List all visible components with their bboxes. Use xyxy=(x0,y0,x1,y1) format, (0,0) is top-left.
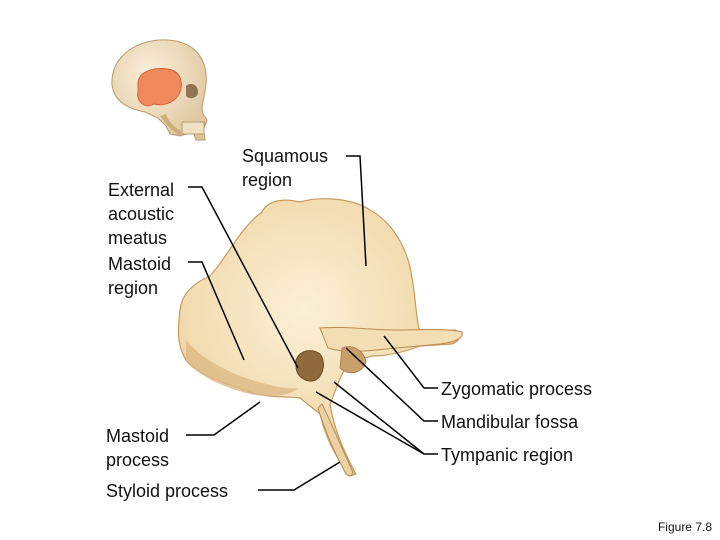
leader-tympanic-region-1 xyxy=(333,381,438,455)
label-zygomatic-process: Zygomatic process xyxy=(441,379,593,399)
external-acoustic-meatus-shape xyxy=(295,350,324,382)
label-styloid-process: Styloid process xyxy=(106,481,229,501)
label-squamous-region: Squamous region xyxy=(242,146,329,190)
skull-teeth xyxy=(181,121,205,135)
label-mastoid-process: Mastoid process xyxy=(106,426,170,470)
leader-mandibular-fossa xyxy=(345,347,438,422)
skull-temporal-highlight xyxy=(137,68,182,107)
temporal-bone xyxy=(177,198,463,477)
leader-tympanic-region-2 xyxy=(315,391,425,455)
mastoid-region-shading xyxy=(186,340,298,396)
figure-number: Figure 7.8 xyxy=(657,520,712,534)
skull-eye-socket xyxy=(186,84,198,99)
label-mandibular-fossa: Mandibular fossa xyxy=(441,412,579,432)
label-external-acoustic-meatus: External acoustic meatus xyxy=(108,180,175,248)
leader-mastoid-process xyxy=(186,401,261,436)
skull-jaw xyxy=(160,114,182,136)
leader-mastoid-region xyxy=(188,261,245,361)
mandibular-fossa-shape xyxy=(339,346,367,374)
leader-lines xyxy=(186,155,438,491)
leader-zygomatic-process xyxy=(383,335,438,389)
label-tympanic-region: Tympanic region xyxy=(441,445,574,465)
zygomatic-process-shape xyxy=(319,326,463,352)
styloid-process-shape xyxy=(317,403,353,477)
leader-external-acoustic-meatus xyxy=(188,186,299,369)
label-mastoid-region: Mastoid region xyxy=(108,254,172,298)
leader-squamous-region xyxy=(346,155,367,267)
squamous-part xyxy=(177,198,461,477)
leader-styloid-process xyxy=(258,461,341,491)
skull-thumbnail xyxy=(111,39,208,141)
